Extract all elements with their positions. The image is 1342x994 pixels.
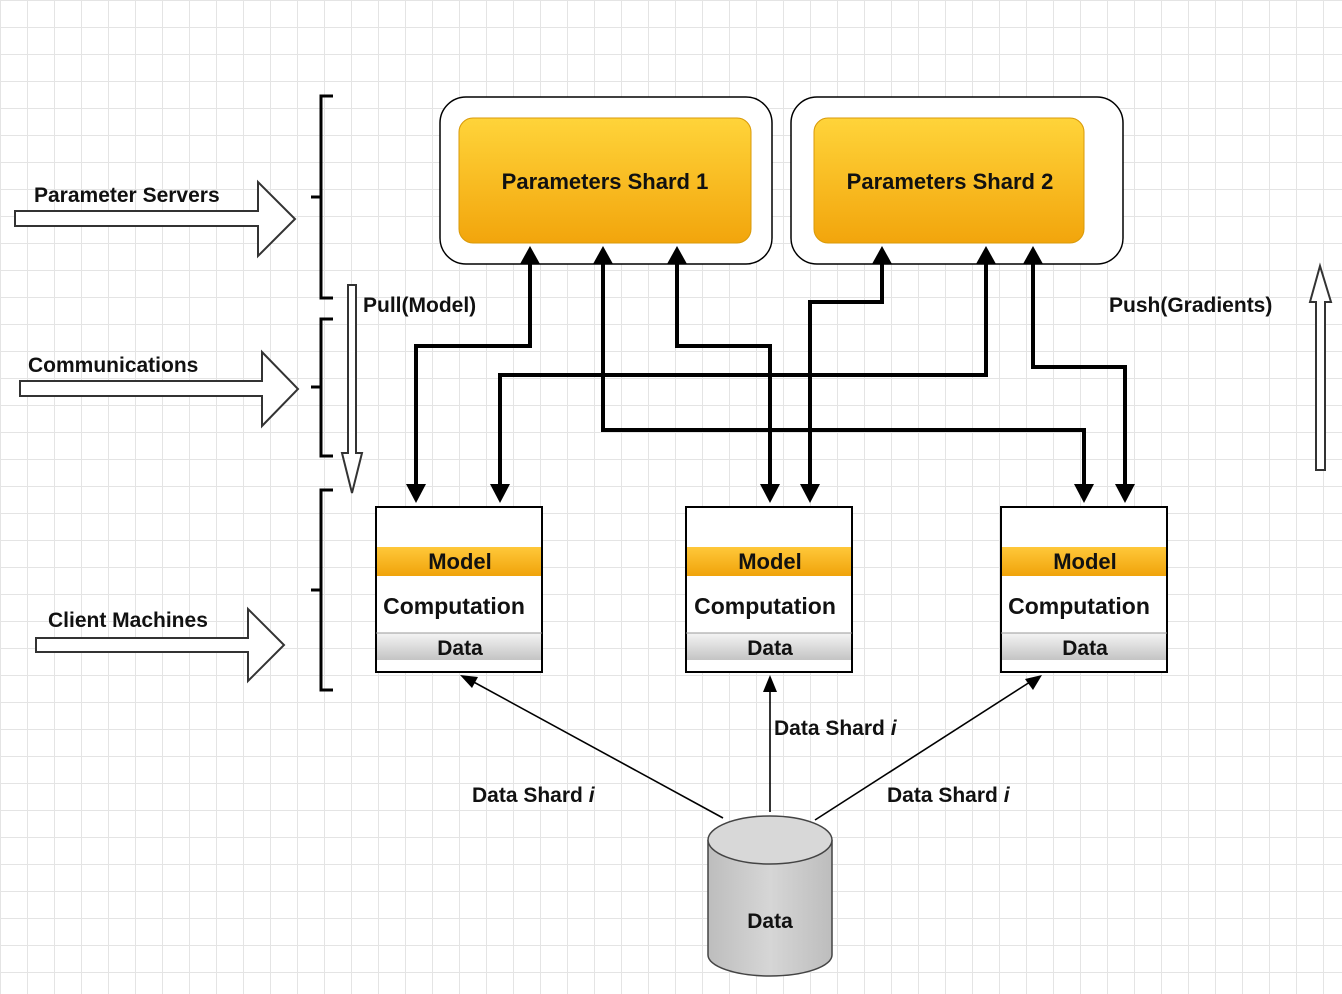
parameter-shard-2: Parameters Shard 2	[790, 96, 1124, 265]
bracket-communications	[311, 317, 333, 458]
client-2-data: Data	[747, 637, 793, 660]
client-2-computation: Computation	[694, 593, 836, 619]
data-shard-label-center: Data Shard i	[774, 717, 898, 740]
client-1-computation: Computation	[383, 593, 525, 619]
parameter-shard-1: Parameters Shard 1	[439, 96, 773, 265]
pull-direction-arrow	[340, 284, 364, 494]
client-3-model: Model	[1053, 549, 1117, 574]
push-direction-arrow	[1308, 262, 1333, 471]
parameter-servers-label: Parameter Servers	[34, 184, 220, 207]
shard-2-label: Parameters Shard 2	[847, 169, 1054, 194]
push-label: Push(Gradients)	[1109, 294, 1272, 317]
communication-links	[406, 246, 1135, 503]
client-3-data: Data	[1062, 637, 1108, 660]
shard-1-label: Parameters Shard 1	[502, 169, 709, 194]
data-shard-label-right: Data Shard i	[887, 784, 1011, 807]
client-1-model: Model	[428, 549, 492, 574]
client-1-data: Data	[437, 637, 483, 660]
client-3-computation: Computation	[1008, 593, 1150, 619]
communications-label: Communications	[28, 354, 198, 377]
data-shard-label-left: Data Shard i	[472, 784, 596, 807]
parameter-servers-arrow	[14, 179, 297, 259]
communications-arrow	[19, 349, 300, 429]
pull-label: Pull(Model)	[363, 294, 476, 317]
bracket-parameter-servers	[311, 94, 333, 300]
client-machine-2: Model Computation Data	[685, 506, 853, 673]
client-machines-label: Client Machines	[48, 609, 208, 632]
client-machine-3: Model Computation Data	[1000, 506, 1168, 673]
client-2-model: Model	[738, 549, 802, 574]
client-machines-arrow	[35, 606, 286, 684]
data-store-cylinder: Data	[707, 815, 833, 977]
data-store-label: Data	[747, 910, 793, 933]
client-machine-1: Model Computation Data	[375, 506, 543, 673]
bracket-client-machines	[311, 488, 333, 692]
data-shard-links	[460, 675, 1042, 821]
